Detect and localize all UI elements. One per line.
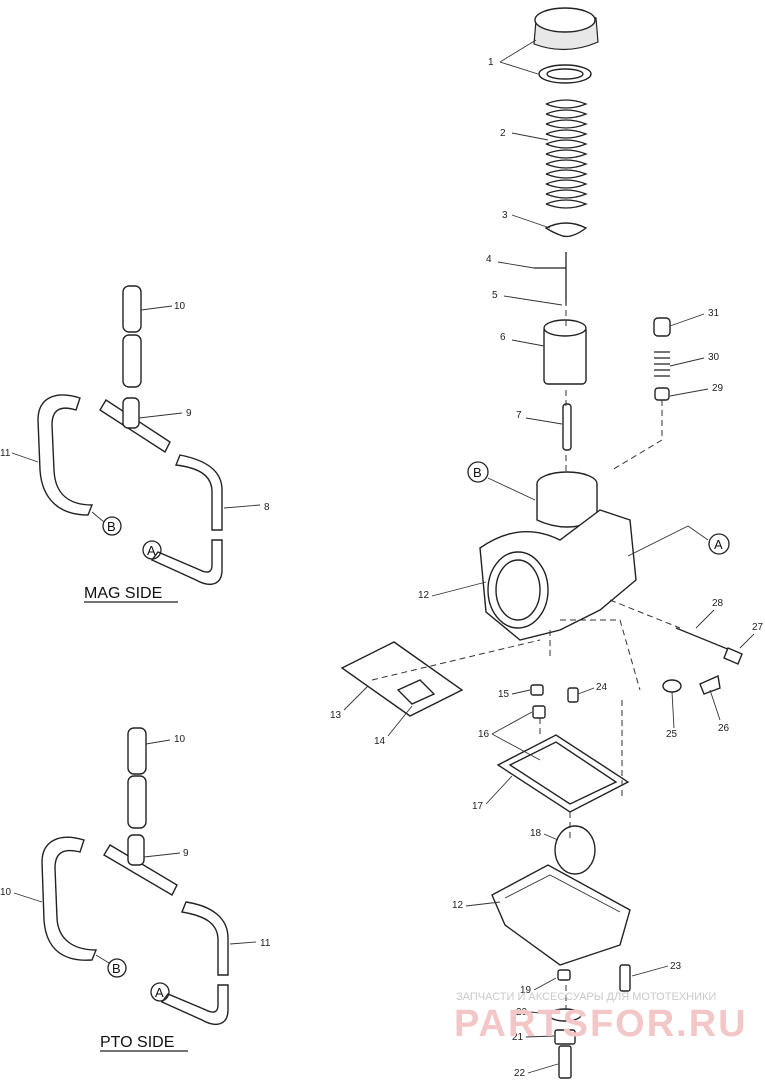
- part-number-24: 24: [596, 682, 608, 693]
- part-number-30: 30: [708, 352, 720, 363]
- watermark-logo: PARTSFOR.RU: [454, 1003, 748, 1045]
- part-number-1: 1: [488, 57, 494, 68]
- callout-b-mag: [102, 516, 122, 536]
- part-number-11: 11: [0, 448, 11, 459]
- part-number-17: 17: [472, 801, 484, 812]
- carburetor-stack: [340, 7, 743, 1079]
- part-number-2: 2: [500, 128, 506, 139]
- part-number-7: 7: [516, 410, 522, 421]
- mag-side-title: MAG SIDE: [84, 585, 162, 602]
- callout-b-pto-label: B: [112, 961, 121, 976]
- part-number-27: 27: [752, 622, 764, 633]
- mag-side-hose-assembly: [37, 285, 223, 586]
- callout-b-carb: [467, 461, 489, 483]
- part-number-12-bowl: 12: [452, 900, 464, 911]
- callout-a-carb-label: A: [714, 537, 723, 552]
- callout-b-pto: [107, 958, 127, 978]
- part-number-21: 21: [512, 1032, 524, 1043]
- callout-a-pto-label: A: [155, 985, 164, 1000]
- part-number-10-pto: 10: [174, 734, 186, 745]
- part-number-19: 19: [520, 985, 532, 996]
- part-number-22: 22: [514, 1068, 526, 1079]
- part-number-5: 5: [492, 290, 498, 301]
- part-number-3: 3: [502, 210, 508, 221]
- callout-b-carb-label: B: [473, 465, 482, 480]
- part-number-8: 8: [264, 502, 270, 513]
- part-number-12-body: 12: [418, 590, 430, 601]
- part-number-10-pto-left: 10: [0, 887, 12, 898]
- part-number-4: 4: [486, 254, 492, 265]
- part-number-23: 23: [670, 961, 682, 972]
- part-number-11-pto: 11: [260, 938, 271, 949]
- part-number-31: 31: [708, 308, 720, 319]
- part-number-20: 20: [516, 1007, 528, 1018]
- part-number-15: 15: [498, 689, 510, 700]
- part-number-9: 9: [186, 408, 192, 419]
- callout-b-mag-label: B: [107, 519, 116, 534]
- part-number-28: 28: [712, 598, 724, 609]
- part-number-13: 13: [330, 710, 342, 721]
- part-number-18: 18: [530, 828, 542, 839]
- part-number-9-pto: 9: [183, 848, 189, 859]
- callout-a-pto: [150, 982, 170, 1002]
- callout-a-mag-label: A: [147, 543, 156, 558]
- part-number-10: 10: [174, 301, 186, 312]
- callout-a-carb: [708, 533, 730, 555]
- callout-a-mag: [142, 540, 162, 560]
- pto-side-title: PTO SIDE: [100, 1034, 174, 1051]
- part-number-16: 16: [478, 729, 490, 740]
- part-number-26: 26: [718, 723, 730, 734]
- pto-side-hose-assembly: [41, 727, 229, 1026]
- part-number-29: 29: [712, 383, 724, 394]
- part-number-25: 25: [666, 729, 678, 740]
- watermark-tagline: ЗАПЧАСТИ И АКСЕССУАРЫ ДЛЯ МОТОТЕХНИКИ: [456, 991, 716, 1003]
- part-number-14: 14: [374, 736, 386, 747]
- part-number-6: 6: [500, 332, 506, 343]
